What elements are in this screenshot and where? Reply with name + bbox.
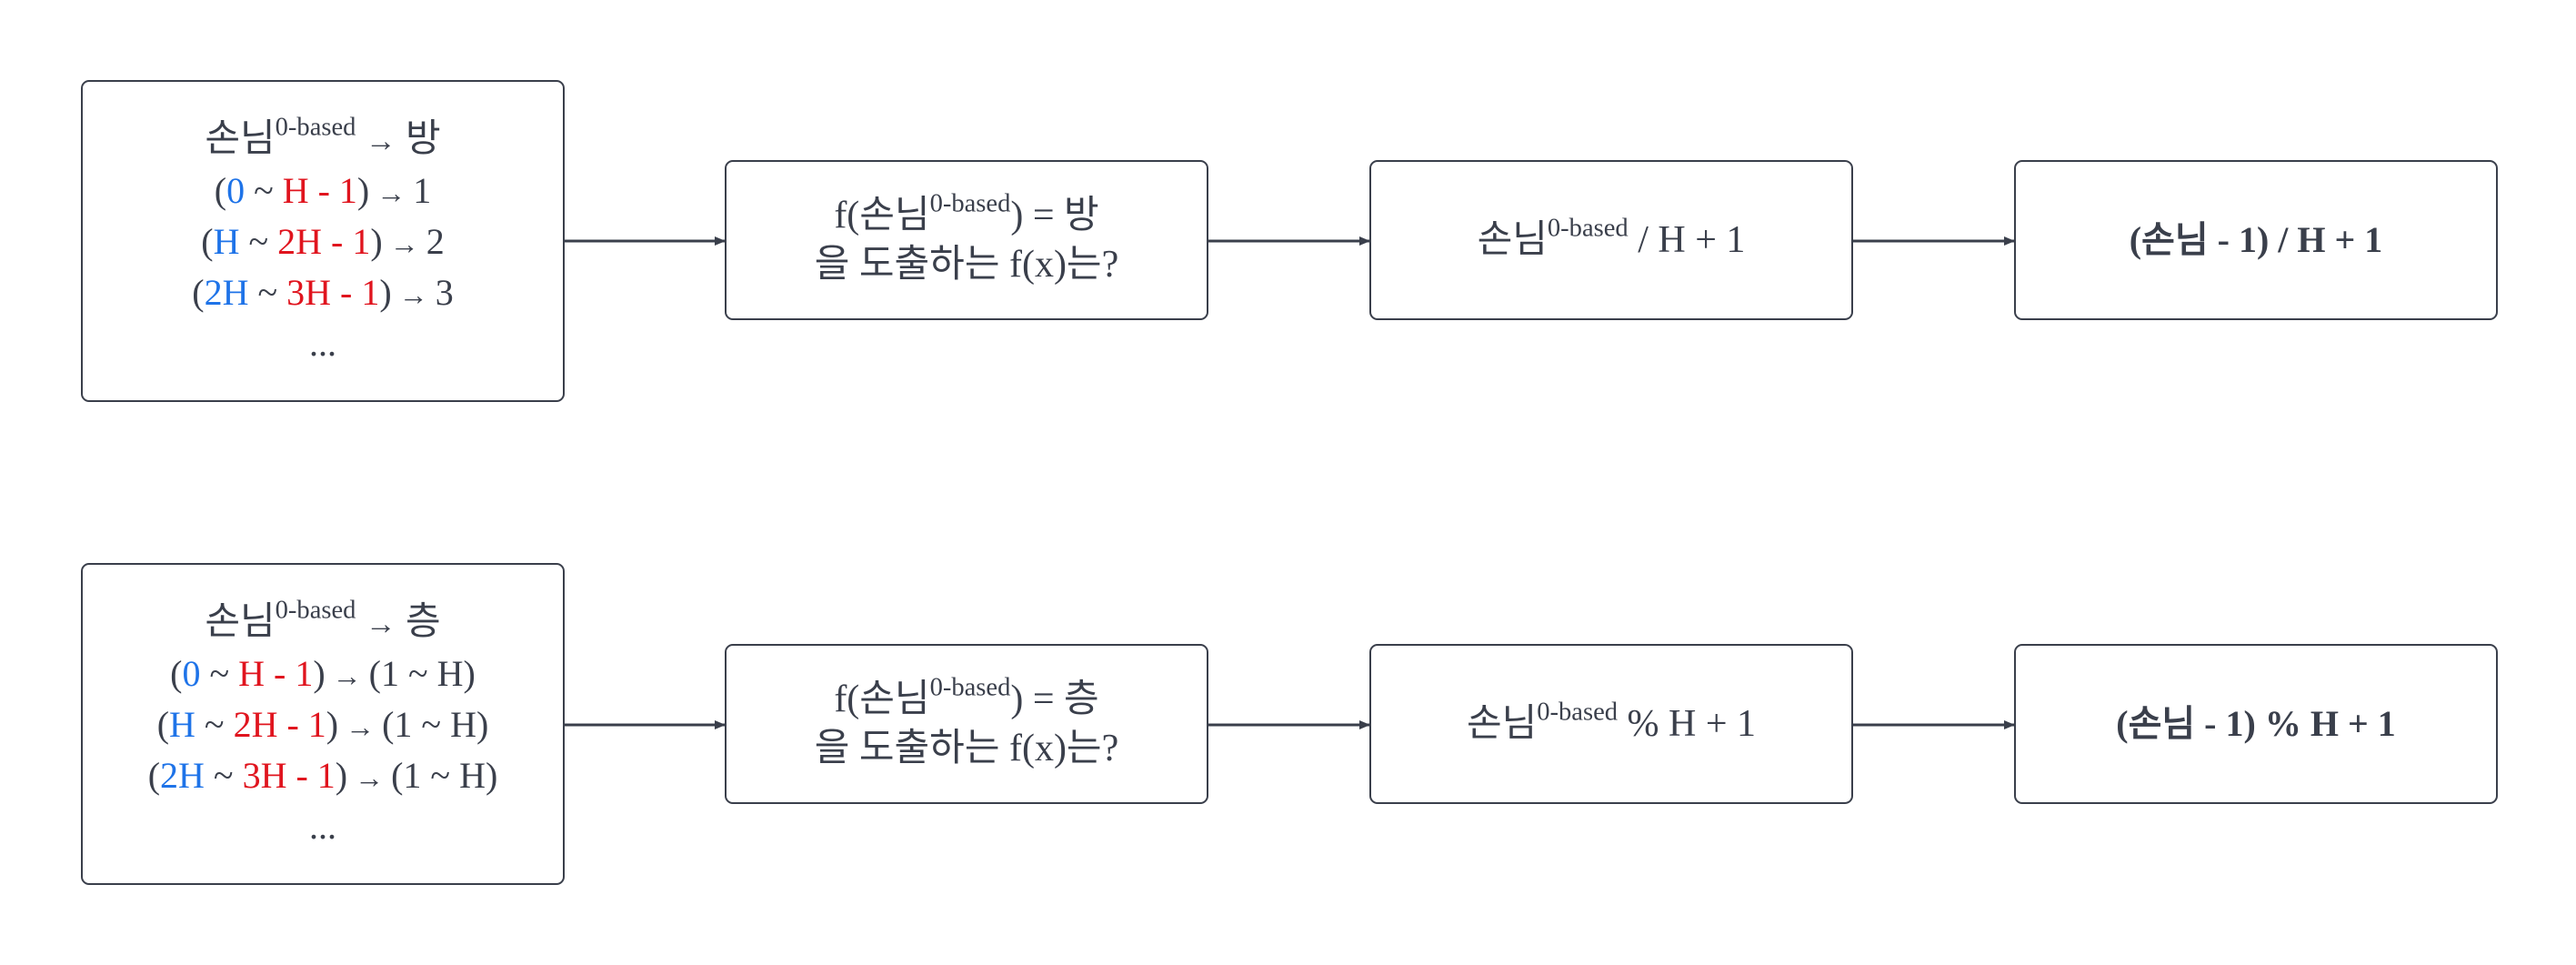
room-answer-box: (손님 - 1) / H + 1 [2014,160,2498,320]
floor-answer-box: (손님 - 1) % H + 1 [2014,644,2498,804]
question-line2: 을 도출하는 f(x)는? [814,728,1119,769]
ellipsis: ... [309,323,336,364]
room-formula-box: 손님0-based / H + 1 [1369,160,1853,320]
room-mapping-title: 손님0-based → 방 [205,115,440,166]
question-line1: f(손님0-based) = 방 [834,189,1099,236]
guest-label: 손님 [205,601,276,643]
ellipsis: ... [309,806,336,847]
floor-formula: 손님0-based % H + 1 [1466,698,1757,745]
right-arrow-icon: → [365,608,396,641]
floor-formula-box: 손님0-based % H + 1 [1369,644,1853,804]
target-label: 층 [406,601,441,643]
room-question-box: f(손님0-based) = 방 을 도출하는 f(x)는? [725,160,1208,320]
mapping-row: (2H ~ 3H - 1) → (1 ~ H) [147,755,498,796]
mapping-row: (H ~ 2H - 1) → 2 [201,221,445,262]
floor-mapping-box: 손님0-based → 층 (0 ~ H - 1) → (1 ~ H) (H ~… [81,563,565,885]
mapping-row: (0 ~ H - 1) → 1 [214,170,432,211]
guest-label: 손님 [205,118,276,160]
mapping-row: (0 ~ H - 1) → (1 ~ H) [170,653,476,694]
room-answer: (손님 - 1) / H + 1 [2129,219,2383,260]
zero-based-sup: 0-based [275,113,356,142]
mapping-row: (H ~ 2H - 1) → (1 ~ H) [156,704,489,745]
floor-question-box: f(손님0-based) = 층 을 도출하는 f(x)는? [725,644,1208,804]
floor-answer: (손님 - 1) % H + 1 [2116,703,2396,744]
mapping-row: (2H ~ 3H - 1) → 3 [192,272,454,313]
right-arrow-icon: → [365,125,396,158]
room-formula: 손님0-based / H + 1 [1477,214,1746,261]
room-mapping-box: 손님0-based → 방 (0 ~ H - 1) → 1 (H ~ 2H - … [81,80,565,402]
floor-mapping-title: 손님0-based → 층 [205,598,440,649]
question-line1: f(손님0-based) = 층 [834,673,1099,720]
zero-based-sup: 0-based [275,596,356,625]
question-line2: 을 도출하는 f(x)는? [814,244,1119,286]
target-label: 방 [406,118,441,160]
